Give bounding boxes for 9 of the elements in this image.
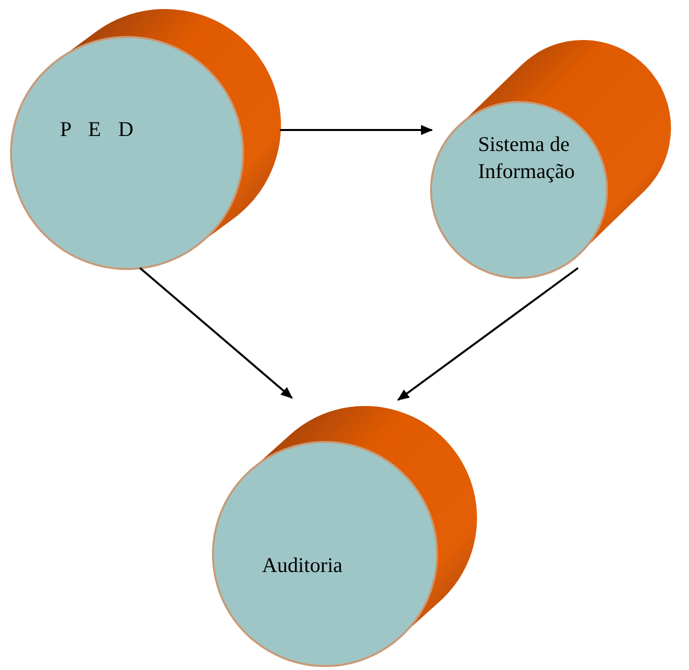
cylinder-node bbox=[430, 39, 672, 279]
node-label: Auditoria bbox=[262, 552, 344, 579]
cylinder-node bbox=[212, 405, 478, 667]
arrow bbox=[280, 125, 433, 135]
node-label: P E D bbox=[60, 116, 134, 143]
arrow bbox=[139, 267, 293, 399]
arrow bbox=[397, 267, 579, 401]
cylinder-node bbox=[10, 8, 282, 270]
node-label: Sistema de Informação bbox=[478, 131, 576, 186]
